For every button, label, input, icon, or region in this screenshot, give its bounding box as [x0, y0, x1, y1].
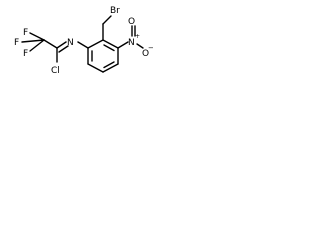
fluorine-top-label: F	[23, 28, 28, 38]
bromine-label: Br	[110, 6, 120, 16]
ring-bond-6	[87, 39, 104, 49]
nitro-o-right-bond	[136, 43, 144, 49]
cf3-f-top-bond	[29, 32, 45, 41]
cf3-f-left-bond	[21, 39, 45, 43]
structure-svg: Br N Cl F F F N + O O −	[14, 6, 154, 76]
benzene-ring	[87, 39, 119, 73]
ring-double-bond-2	[103, 61, 115, 69]
c-cf3-bond	[43, 39, 58, 49]
oxygen-right-label: O	[142, 49, 149, 59]
fluorine-bottom-label: F	[23, 49, 28, 59]
ring-bond-1	[102, 39, 119, 49]
oxygen-top-label: O	[128, 17, 135, 27]
ring-bond-4	[87, 63, 104, 73]
ring-double-bond-1	[103, 44, 115, 52]
nitrogen-imine-label: N	[67, 38, 74, 48]
chlorine-label: Cl	[51, 66, 60, 76]
chemical-structure-diagram: Br N Cl F F F N + O O −	[0, 0, 154, 102]
ring-nitro-bond	[117, 41, 129, 49]
nitro-plus-charge: +	[135, 33, 140, 40]
cf3-f-bottom-bond	[29, 39, 45, 52]
ch2-br-bond	[102, 15, 112, 25]
ring-bond-3	[102, 63, 119, 73]
c-n-double-bond-1	[56, 41, 67, 49]
fluorine-left-label: F	[14, 38, 19, 48]
oxygen-minus-charge: −	[148, 44, 153, 52]
ring-n-bond	[77, 41, 89, 49]
nitrogen-nitro-label: N	[128, 38, 135, 48]
c-n-double-bond-2	[58, 45, 69, 53]
